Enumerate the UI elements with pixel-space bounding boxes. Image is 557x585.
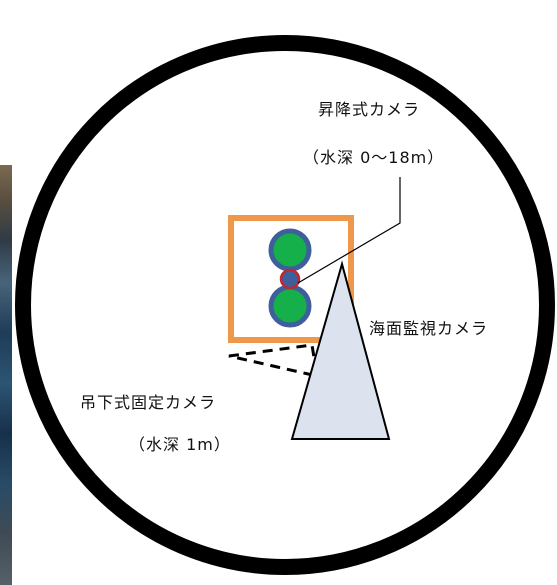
hanging-camera-depth-label: （水深 1m） [129, 435, 231, 454]
lift-camera-leader-line [297, 177, 401, 284]
background-photo-edge [0, 165, 12, 585]
lift-camera-marker [279, 268, 301, 290]
sea-camera-label: 海面監視カメラ [369, 319, 489, 338]
hanging-camera-view-cone [228, 343, 319, 378]
hanging-camera-label: 吊下式固定カメラ [80, 393, 217, 412]
lift-camera-label: 昇降式カメラ [318, 100, 421, 119]
upper-buoy [268, 228, 312, 272]
lower-buoy [268, 284, 312, 328]
lift-camera-depth-label: （水深 0〜18m） [303, 148, 445, 167]
sea-camera-view-cone [290, 260, 391, 440]
